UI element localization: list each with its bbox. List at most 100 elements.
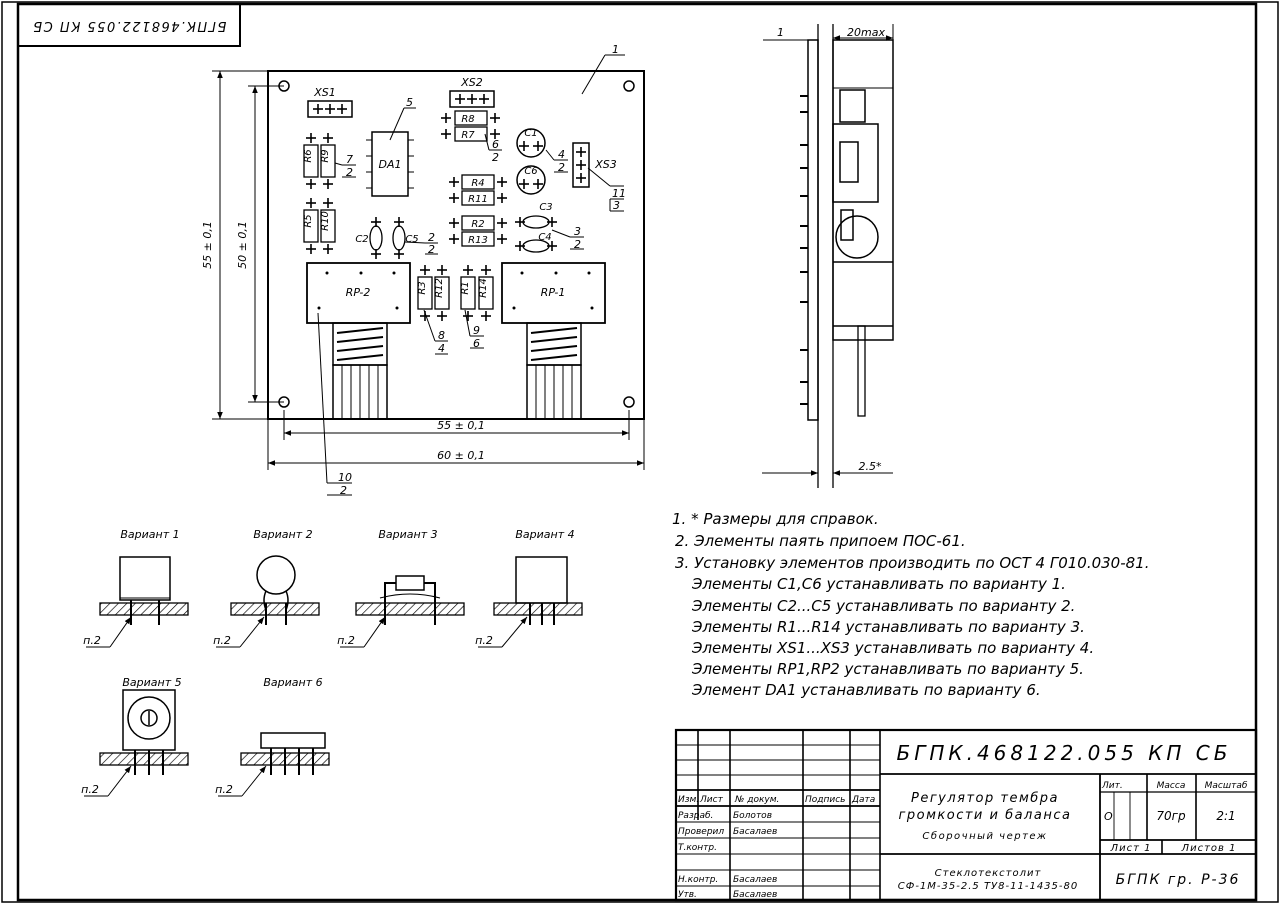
svg-text:Вариант 2: Вариант 2 [253,528,312,541]
svg-text:2. Элементы паять припоем ПОС-: 2. Элементы паять припоем ПОС-61. [675,532,966,550]
svg-text:Элементы R1...R14 устанавливат: Элементы R1...R14 устанавливать по вариа… [691,618,1085,636]
svg-text:4: 4 [438,342,445,355]
svg-text:R3: R3 [417,281,428,294]
svg-text:R2: R2 [471,219,484,230]
svg-text:R5: R5 [303,214,314,227]
svg-text:R10: R10 [320,211,331,231]
svg-text:Басалаев: Басалаев [733,890,777,900]
svg-text:2: 2 [428,231,435,244]
svg-text:R11: R11 [468,194,488,205]
svg-text:О: О [1104,810,1113,823]
svg-text:Разраб.: Разраб. [678,811,713,821]
svg-text:Басалаев: Басалаев [733,875,777,885]
svg-text:Вариант 6: Вариант 6 [263,676,322,689]
svg-text:XS3: XS3 [594,158,617,171]
svg-text:п.2: п.2 [213,634,231,647]
svg-text:Листов 1: Листов 1 [1181,843,1237,854]
svg-text:R14: R14 [478,278,489,298]
svg-text:Т.контр.: Т.контр. [678,843,717,853]
svg-text:Масса: Масса [1157,781,1186,791]
pcb-outline [267,70,645,420]
svg-text:1: 1 [777,26,784,39]
technical-notes: 1. * Размеры для справок. 2. Элементы па… [672,510,1150,699]
xs3-connector [572,142,590,188]
da1-label: DA1 [379,158,402,171]
svg-text:2: 2 [574,238,581,251]
svg-text:6: 6 [473,337,480,350]
svg-text:50 ± 0,1: 50 ± 0,1 [236,221,249,269]
svg-text:СФ-1М-35-2.5 ТУ8-11-1435-80: СФ-1М-35-2.5 ТУ8-11-1435-80 [898,881,1079,892]
svg-text:R7: R7 [461,130,475,141]
stamp-code: БГПК.468122.055 КП СБ [32,18,227,33]
da1-chip [371,131,409,197]
svg-text:7: 7 [346,153,353,166]
svg-text:2: 2 [346,166,353,179]
svg-text:1. * Размеры для справок.: 1. * Размеры для справок. [672,510,879,528]
svg-text:Вариант 5: Вариант 5 [122,676,181,689]
svg-text:55 ± 0,1: 55 ± 0,1 [201,221,214,269]
svg-text:2.5*: 2.5* [859,460,882,473]
svg-text:C4: C4 [538,232,551,243]
variant-label: Вариант 1 [120,528,179,541]
svg-text:R8: R8 [461,114,474,125]
svg-text:3: 3 [574,225,581,238]
svg-text:громкости и баланса: громкости и баланса [899,808,1072,823]
svg-text:Изм.: Изм. [678,795,699,805]
svg-text:Элементы С1,С6 устанавливать п: Элементы С1,С6 устанавливать по варианту… [691,575,1066,593]
svg-text:п.2: п.2 [83,634,101,647]
svg-text:R13: R13 [468,235,488,246]
svg-text:Вариант 3: Вариант 3 [378,528,437,541]
svg-text:Элементы RP1,RP2 устанавливать: Элементы RP1,RP2 устанавливать по вариан… [691,660,1084,678]
svg-text:1: 1 [612,43,619,56]
svg-text:п.2: п.2 [475,634,493,647]
svg-text:№ докум.: № докум. [734,795,779,805]
svg-text:C3: C3 [539,202,552,213]
svg-text:2: 2 [428,243,435,256]
mount-hole [623,396,635,408]
svg-text:Дата: Дата [851,795,875,805]
svg-text:9: 9 [473,324,480,337]
svg-text:Басалаев: Басалаев [733,827,777,837]
svg-text:п.2: п.2 [337,634,355,647]
svg-text:60 ± 0,1: 60 ± 0,1 [437,449,485,462]
svg-text:Вариант 4: Вариант 4 [515,528,574,541]
svg-text:2:1: 2:1 [1216,809,1235,823]
svg-text:Элемент DA1 устанавливать по в: Элемент DA1 устанавливать по варианту 6. [691,681,1041,699]
svg-text:R12: R12 [434,278,445,298]
svg-text:C2: C2 [355,234,368,245]
svg-text:R9: R9 [320,149,331,162]
svg-text:4: 4 [558,148,565,161]
svg-text:Лист: Лист [699,795,724,805]
svg-text:Лит.: Лит. [1101,781,1123,791]
svg-text:55 ± 0,1: 55 ± 0,1 [437,419,485,432]
svg-text:70гр: 70гр [1156,809,1186,823]
svg-text:Болотов: Болотов [733,811,772,821]
xs1-connector [307,100,353,118]
inner-frame [16,2,1258,902]
svg-text:R1: R1 [460,281,471,294]
svg-text:6: 6 [492,138,499,151]
xs2-connector [449,90,495,108]
svg-text:БГПК гр. Р-36: БГПК гр. Р-36 [1116,872,1241,888]
svg-text:2: 2 [340,484,347,497]
svg-text:8: 8 [438,329,445,342]
svg-text:R6: R6 [303,149,314,162]
drawing-code: БГПК.468122.055 КП СБ [897,741,1232,765]
svg-text:2: 2 [558,161,565,174]
mounting-variants: Вариант 1 п.2 Вариант 2 п.2 Вариант 3 п.… [81,528,583,797]
svg-text:C1: C1 [524,128,537,139]
svg-text:Н.контр.: Н.контр. [678,875,718,885]
svg-text:Проверил: Проверил [678,827,724,837]
svg-text:Стеклотекстолит: Стеклотекстолит [935,868,1042,879]
svg-text:Утв.: Утв. [678,890,697,900]
svg-text:3: 3 [613,199,620,212]
svg-text:RP-1: RP-1 [541,286,566,299]
svg-text:11: 11 [612,187,626,200]
title-block: БГПК.468122.055 КП СБ Регулятор тембра г… [674,728,1258,902]
mount-hole [623,80,635,92]
svg-text:Регулятор тембра: Регулятор тембра [911,791,1059,806]
svg-text:Лист 1: Лист 1 [1110,843,1152,854]
